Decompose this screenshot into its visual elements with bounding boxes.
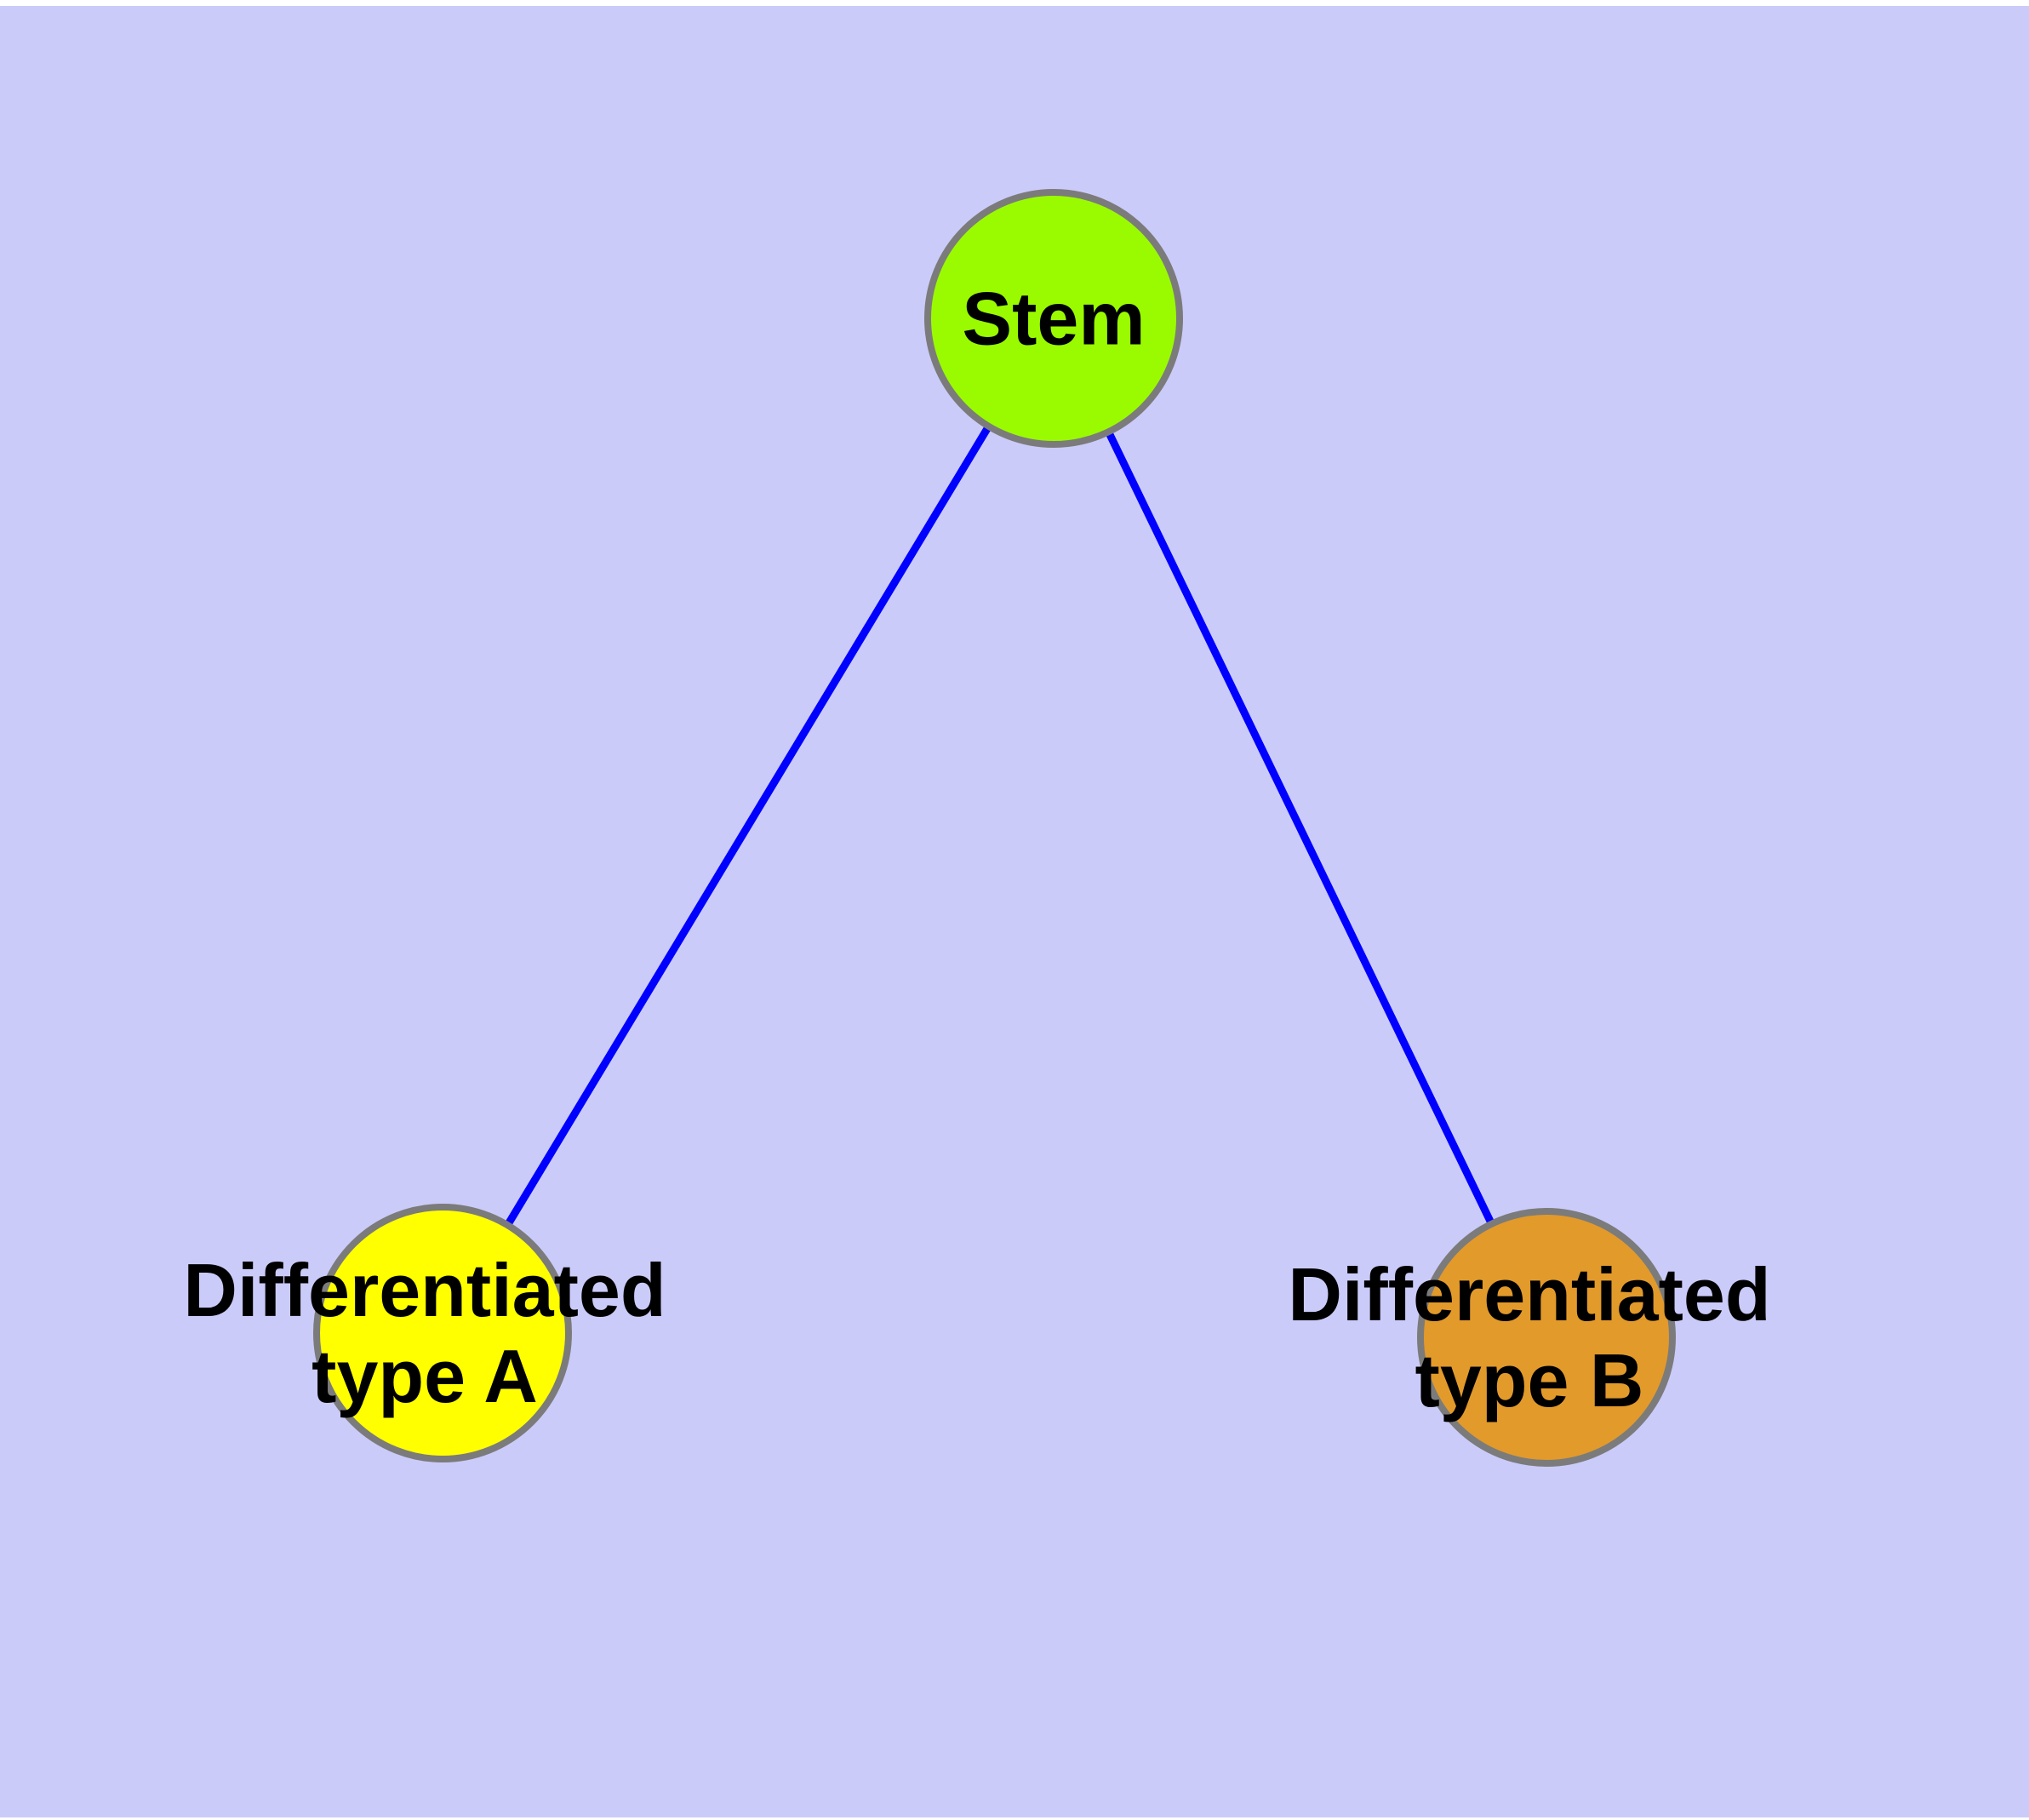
node-type-b-label-line1: Differentiated bbox=[1288, 1252, 1771, 1336]
node-type-a-label-line1: Differentiated bbox=[183, 1248, 666, 1332]
node-type-a-label-line2: type A bbox=[311, 1334, 538, 1418]
node-type-b-circle bbox=[1417, 1208, 1676, 1467]
node-stem-label: Stem bbox=[962, 276, 1145, 362]
node-type-a-label: Differentiated type A bbox=[183, 1247, 666, 1419]
edge-stem-to-type-a bbox=[439, 316, 1057, 1336]
node-type-b-label-line2: type B bbox=[1415, 1338, 1644, 1422]
node-type-b-label: Differentiated type B bbox=[1288, 1251, 1770, 1423]
edge-stem-to-type-b bbox=[1049, 317, 1551, 1339]
node-stem-circle bbox=[924, 189, 1183, 448]
node-stem-label-text: Stem bbox=[962, 276, 1146, 361]
node-type-a-circle bbox=[313, 1204, 572, 1462]
